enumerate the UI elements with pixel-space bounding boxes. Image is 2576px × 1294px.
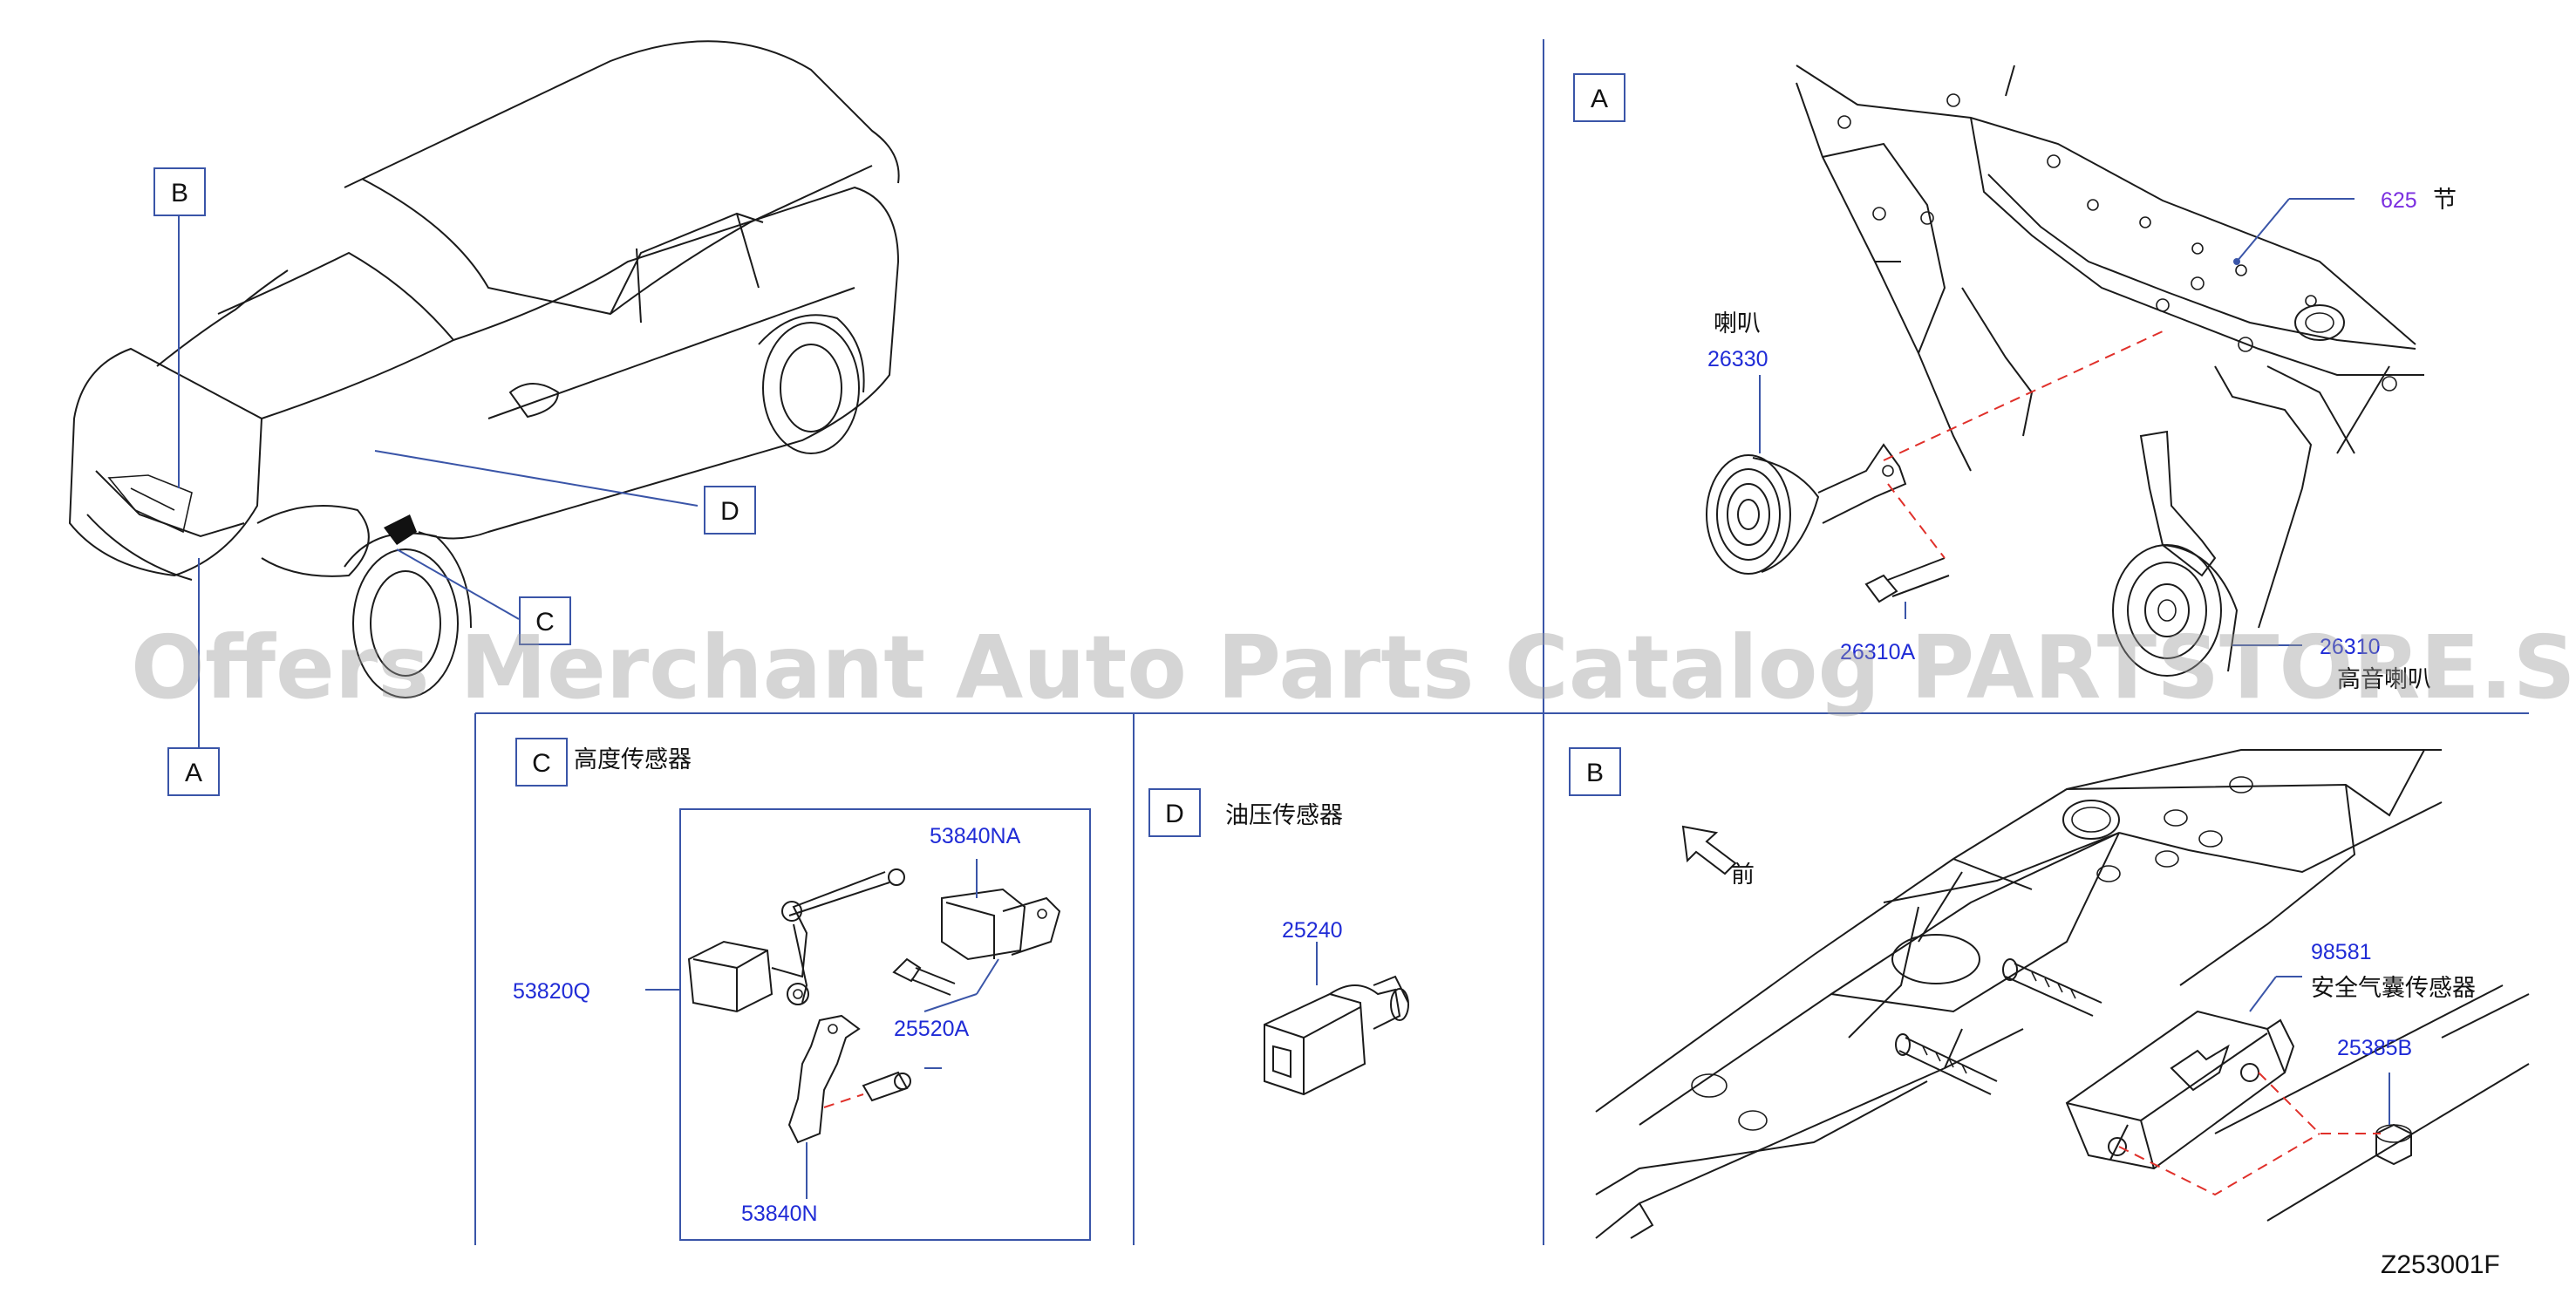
svg-text:C: C (535, 608, 555, 637)
svg-text:高度传感器: 高度传感器 (574, 746, 692, 773)
svg-text:26310A: 26310A (1840, 640, 1916, 664)
watermark: Offers Merchant Auto Parts Catalog PARTS… (131, 616, 2576, 719)
svg-text:26310: 26310 (2320, 635, 2381, 659)
svg-text:安全气囊传感器: 安全气囊传感器 (2311, 975, 2476, 1002)
svg-text:25385B: 25385B (2337, 1036, 2412, 1060)
diagram-code: Z253001F (2381, 1250, 2500, 1279)
svg-text:D: D (1165, 800, 1184, 828)
panel-b: B 前 (1569, 747, 2530, 1239)
svg-text:B: B (1586, 759, 1604, 787)
svg-text:油压传感器: 油压传感器 (1225, 802, 1343, 829)
callout-car-b: B (153, 167, 206, 216)
panel-a: A (1573, 65, 2457, 693)
svg-text:26330: 26330 (1707, 347, 1768, 371)
svg-text:A: A (185, 759, 202, 787)
svg-text:B: B (171, 179, 188, 208)
svg-text:53840NA: 53840NA (930, 824, 1021, 848)
svg-text:D: D (720, 497, 739, 526)
svg-text:98581: 98581 (2311, 940, 2372, 964)
svg-text:前: 前 (1731, 862, 1755, 889)
svg-text:C: C (532, 749, 551, 778)
svg-text:喇叭: 喇叭 (1714, 310, 1761, 337)
svg-text:高音喇叭: 高音喇叭 (2337, 666, 2431, 693)
svg-text:625: 625 (2381, 188, 2417, 213)
callout-car-a: A (167, 747, 220, 796)
svg-text:节: 节 (2433, 187, 2457, 214)
panel-c: C 高度传感器 53840N (513, 738, 1091, 1241)
svg-text:25240: 25240 (1282, 918, 1343, 943)
panel-d: D 油压传感器 25240 (1148, 788, 1409, 1096)
svg-text:53820Q: 53820Q (513, 979, 590, 1004)
callout-car-d: D (704, 486, 756, 535)
svg-text:53840N: 53840N (741, 1202, 818, 1226)
svg-text:A: A (1591, 85, 1608, 113)
svg-text:25520A: 25520A (894, 1017, 970, 1041)
callout-car-c: C (519, 596, 571, 645)
panel-dividers (474, 39, 2529, 1245)
vehicle-overview (68, 40, 900, 748)
